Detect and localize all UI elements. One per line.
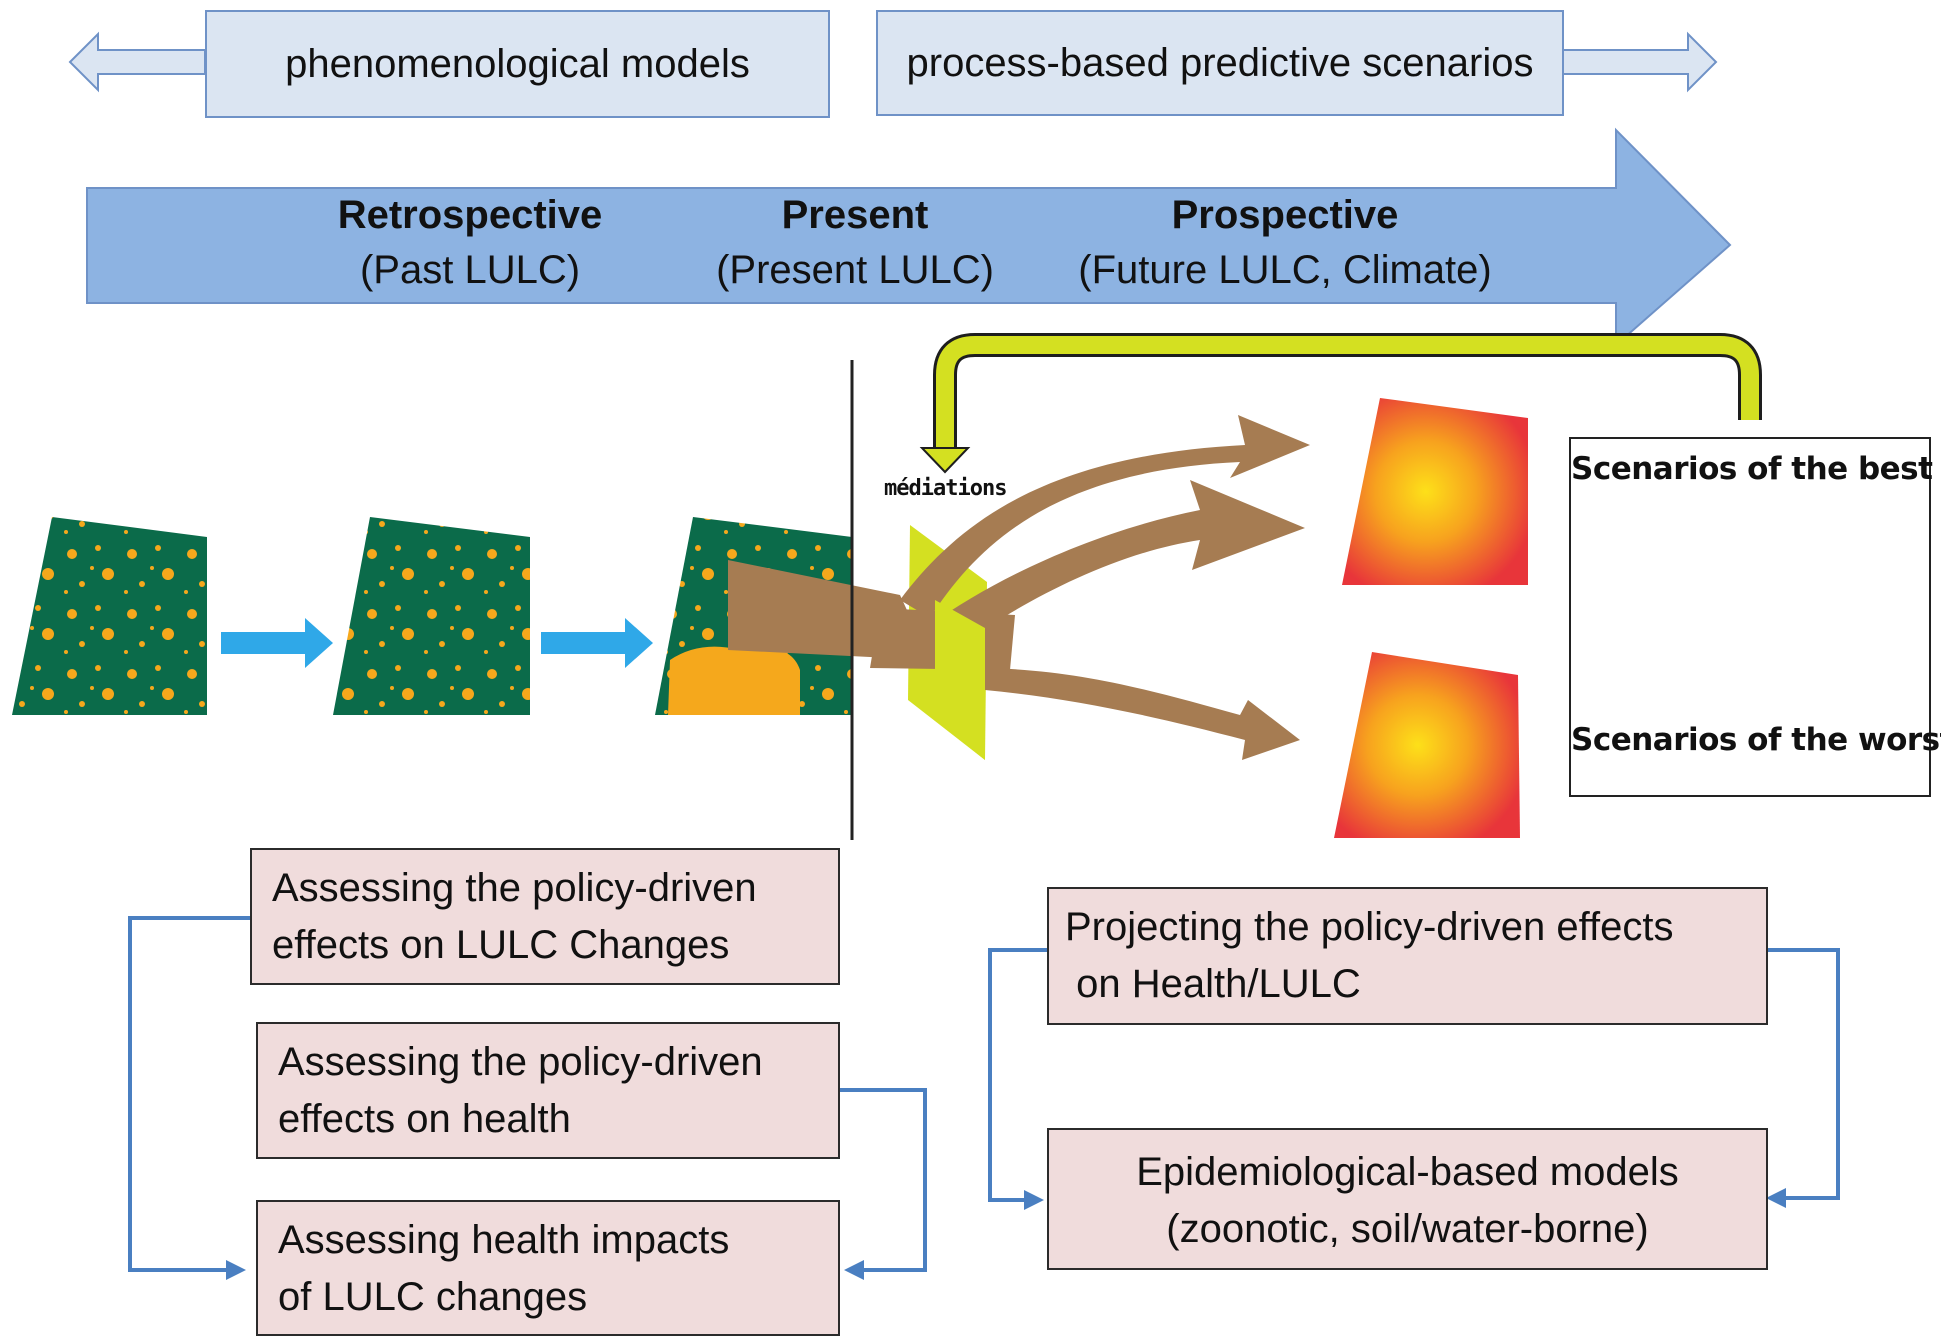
connector-right-right	[1767, 948, 1840, 1200]
prospective-subtitle: (Future LULC, Climate)	[1078, 248, 1492, 292]
projecting-effects-line1: Projecting the policy-driven effects	[1065, 905, 1674, 949]
epidemiological-line2: (zoonotic, soil/water-borne)	[1166, 1207, 1649, 1251]
process-based-label: process-based predictive scenarios	[906, 40, 1534, 85]
era-retrospective: Retrospective (Past LULC)	[290, 188, 650, 298]
feedback-arrow	[933, 333, 1762, 448]
health-impacts-box: Assessing health impacts of LULC changes	[256, 1200, 840, 1336]
phenomenological-models-label: phenomenological models	[285, 41, 750, 86]
era-prospective: Prospective (Future LULC, Climate)	[1050, 188, 1520, 298]
scenarios-box: Scenarios of the best Scenarios of the w…	[1569, 437, 1941, 797]
scenario-best-label: Scenarios of the best	[1571, 451, 1933, 487]
connector-left-inner	[838, 1088, 927, 1272]
retrospective-title: Retrospective	[337, 193, 603, 237]
flow-arrow-top	[900, 415, 1310, 618]
era-present: Present (Present LULC)	[700, 188, 1010, 298]
present-title: Present	[781, 193, 929, 237]
mediation-plane-front	[935, 600, 985, 760]
epidemiological-models-box: Epidemiological-based models (zoonotic, …	[1047, 1128, 1768, 1270]
map-intermediate	[333, 517, 530, 715]
health-impacts-line2: of LULC changes	[278, 1275, 588, 1319]
retrospective-subtitle: (Past LULC)	[359, 248, 581, 292]
present-subtitle: (Present LULC)	[716, 248, 994, 292]
blue-arrow-2	[541, 618, 653, 668]
projecting-effects-line2: on Health/LULC	[1065, 962, 1361, 1006]
connector-left-outer	[128, 916, 250, 1272]
policy-lulc-box: Assessing the policy-driven effects on L…	[250, 848, 840, 985]
blue-arrow-1	[221, 618, 333, 668]
policy-health-line2: effects on health	[278, 1097, 571, 1141]
process-based-box: process-based predictive scenarios	[876, 10, 1564, 116]
epidemiological-line1: Epidemiological-based models	[1136, 1150, 1679, 1194]
timeline-arrow	[86, 127, 1732, 348]
right-outline-arrow	[1561, 31, 1718, 93]
flow-arrow-middle	[930, 480, 1305, 660]
map-past	[12, 517, 207, 715]
flow-arrow-bottom	[985, 668, 1300, 760]
health-impacts-line1: Assessing health impacts	[278, 1218, 730, 1262]
left-outline-arrow	[68, 31, 206, 93]
scenario-worst-label: Scenarios of the worst	[1571, 722, 1941, 758]
heatmap-worst	[1334, 652, 1520, 838]
phenomenological-models-box: phenomenological models	[205, 10, 830, 118]
heatmap-best	[1342, 398, 1528, 585]
mediations-label: médiations	[884, 476, 1007, 501]
policy-lulc-line1: Assessing the policy-driven	[272, 866, 757, 910]
connector-right-left	[988, 948, 1048, 1202]
feedback-arrowhead	[919, 447, 971, 474]
prospective-title: Prospective	[1171, 193, 1399, 237]
policy-health-line1: Assessing the policy-driven	[278, 1040, 763, 1084]
projecting-effects-box: Projecting the policy-driven effects on …	[1047, 887, 1768, 1025]
policy-lulc-line2: effects on LULC Changes	[272, 923, 730, 967]
policy-health-box: Assessing the policy-driven effects on h…	[256, 1022, 840, 1159]
